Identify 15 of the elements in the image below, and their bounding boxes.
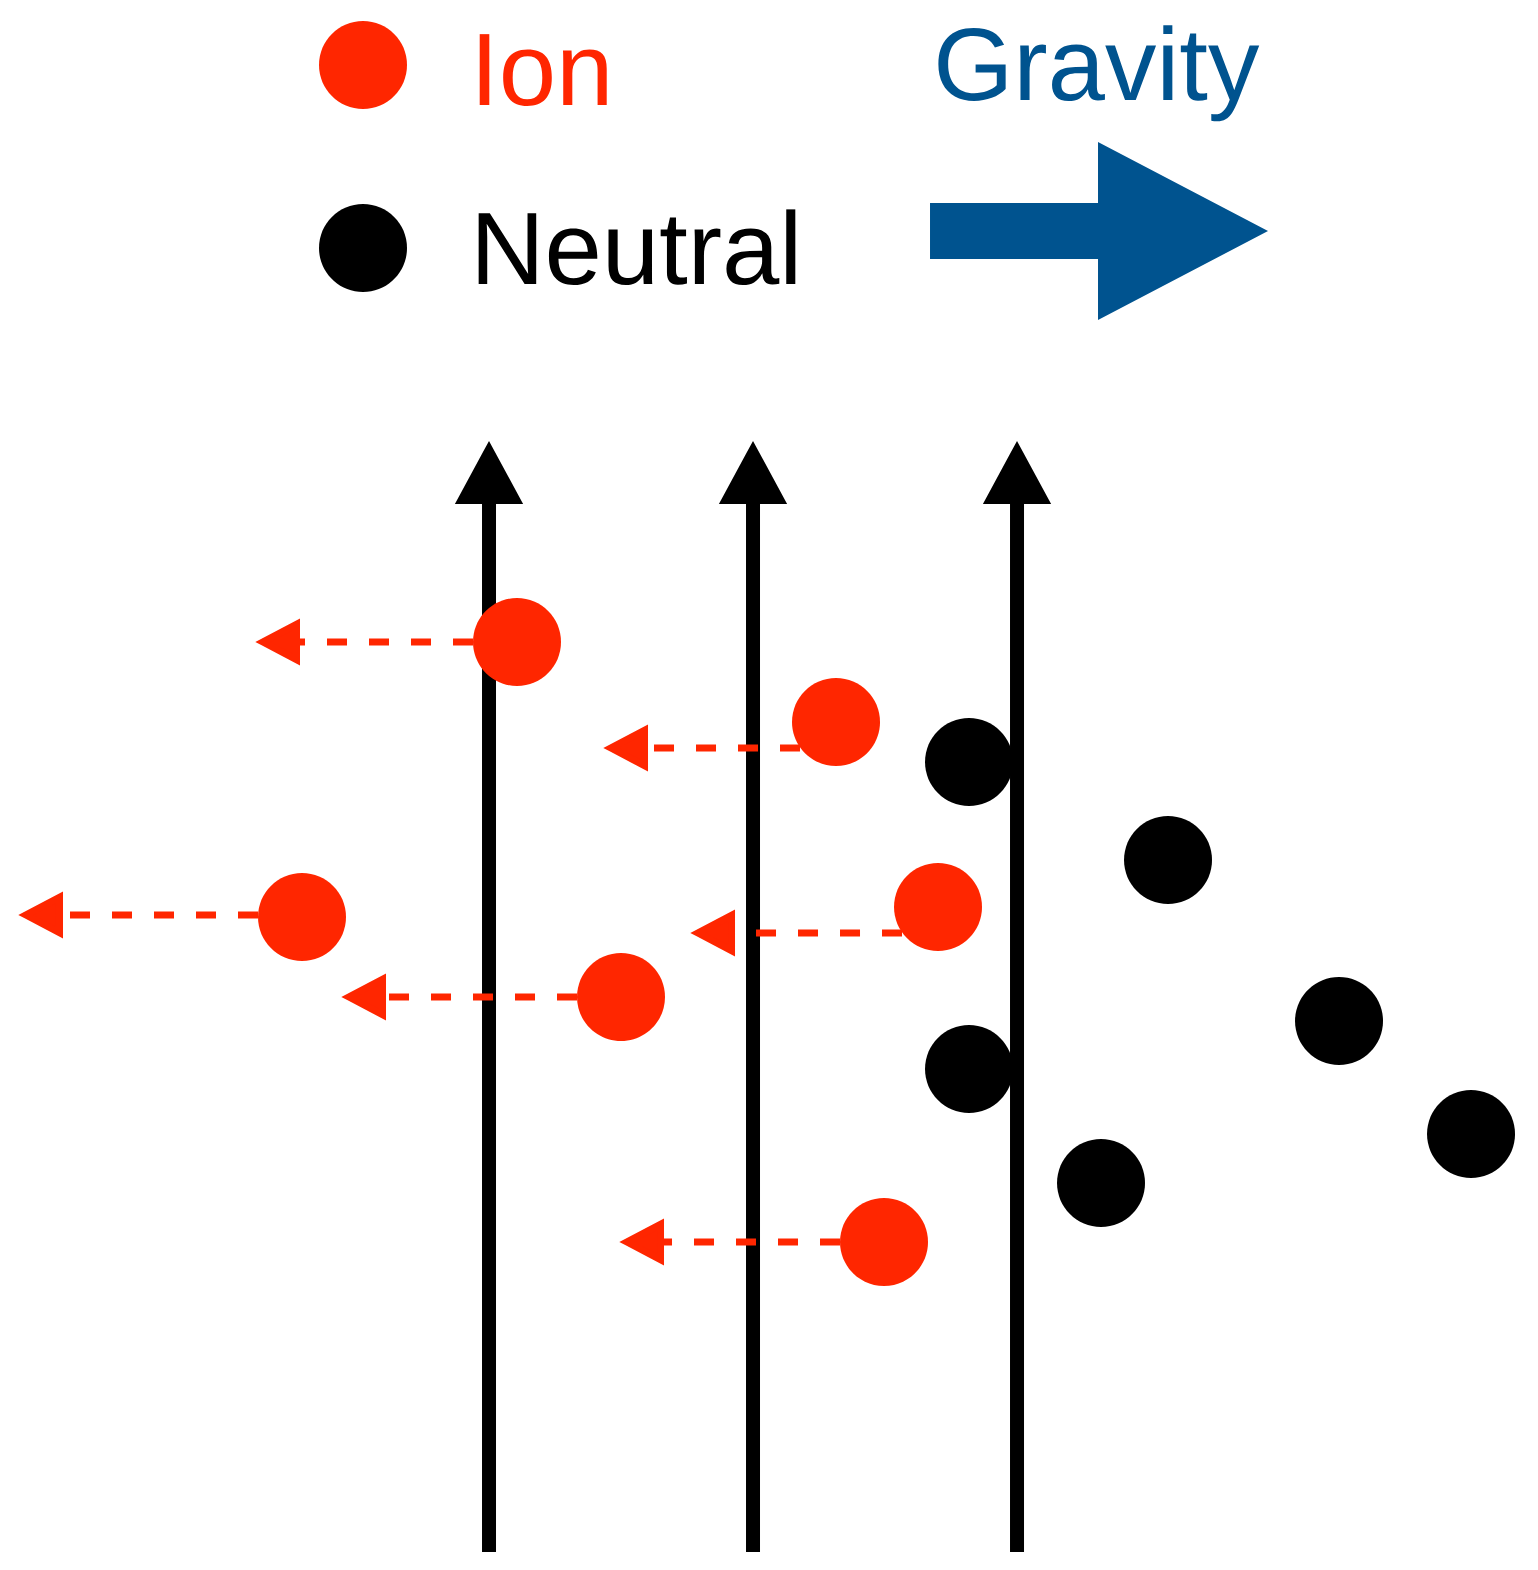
force-label: Gravity xyxy=(938,25,1260,122)
ion-particle xyxy=(894,863,982,951)
ion-particle xyxy=(258,873,346,961)
neutral-particle xyxy=(925,718,1013,806)
legend-label: Neutral xyxy=(478,209,796,285)
neutral-particle xyxy=(1124,816,1212,904)
legend-label: Ion xyxy=(479,34,607,106)
neutral-particle xyxy=(925,1025,1013,1113)
neutral-particle xyxy=(1057,1139,1145,1227)
neutral-particle xyxy=(1427,1090,1515,1178)
neutral-particle xyxy=(1295,977,1383,1065)
ion-particle xyxy=(840,1198,928,1286)
ion-particle xyxy=(577,953,665,1041)
ion-particle xyxy=(473,598,561,686)
ion-particle xyxy=(792,678,880,766)
